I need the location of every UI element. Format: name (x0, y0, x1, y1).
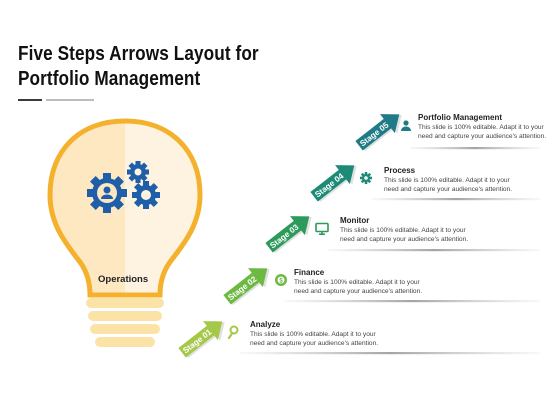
title-underline-light (46, 99, 94, 101)
step-description: This slide is 100% editable. Adapt it to… (418, 124, 547, 140)
stage-arrow: Stage 05 (355, 114, 402, 152)
bulb-label: Operations (98, 274, 149, 285)
step-description: This slide is 100% editable. Adapt it to… (294, 279, 423, 295)
stage-arrow: Stage 03 (265, 216, 312, 254)
stage-arrow: Stage 04 (310, 165, 357, 203)
step-divider-line (410, 147, 540, 150)
step-title: Finance (294, 268, 325, 277)
step-divider-line (328, 249, 540, 252)
step-divider-line (240, 352, 540, 355)
monitor-icon (315, 222, 329, 235)
person-icon (401, 120, 411, 131)
title-underline-dark (18, 99, 42, 101)
step-description: This slide is 100% editable. Adapt it to… (250, 331, 379, 347)
gear-icon (360, 172, 372, 184)
step-divider-line (284, 300, 540, 303)
step-title: Portfolio Management (418, 113, 503, 122)
page-title: Five Steps Arrows Layout for Portfolio M… (18, 43, 259, 90)
step-description: This slide is 100% editable. Adapt it to… (340, 227, 469, 243)
svg-text:$: $ (279, 279, 283, 285)
stage-arrow: Stage 01 (178, 321, 225, 359)
step-title: Analyze (250, 320, 281, 329)
step-divider-line (372, 198, 540, 201)
money-icon: $ (275, 274, 287, 286)
lightbulb-icon (47, 118, 203, 347)
step-title: Process (384, 166, 416, 175)
stage-arrow: Stage 02 (223, 268, 270, 306)
step-title: Monitor (340, 216, 370, 225)
magnifier-icon (227, 325, 239, 340)
gears-icon (87, 161, 160, 213)
step-description: This slide is 100% editable. Adapt it to… (384, 177, 513, 193)
